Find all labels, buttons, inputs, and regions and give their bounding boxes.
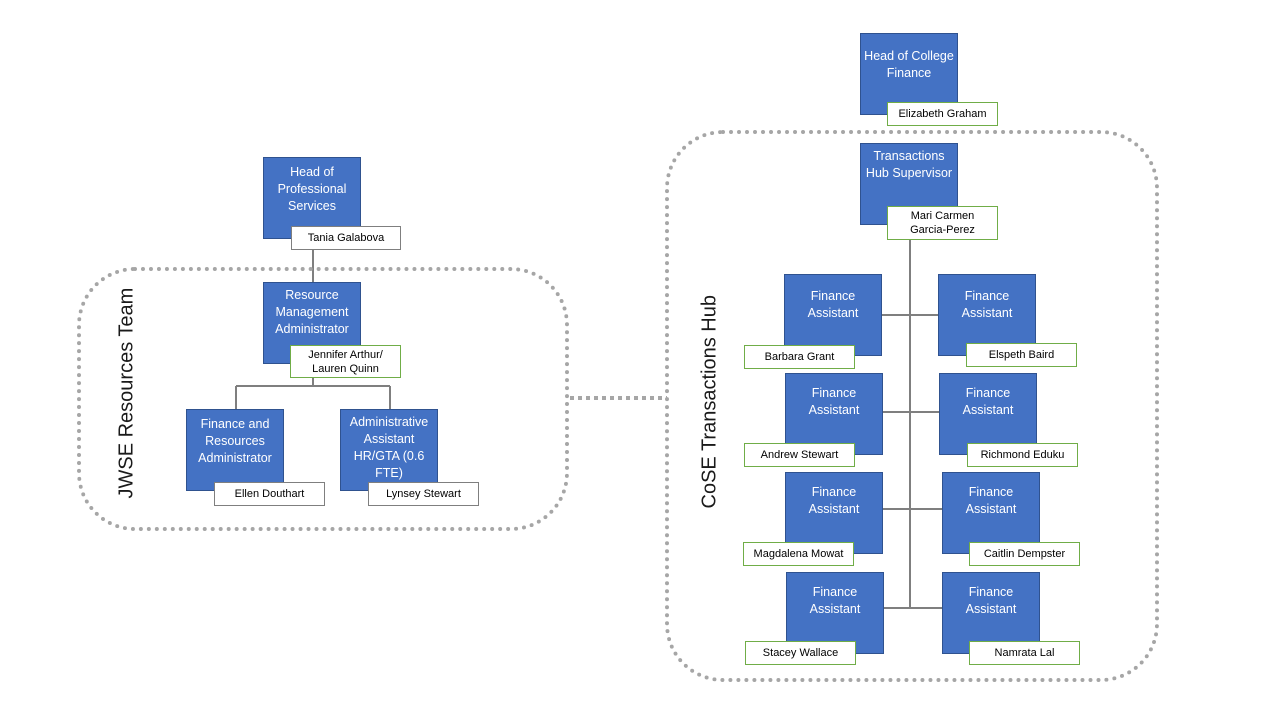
jwse-group-outline bbox=[77, 267, 569, 531]
name-label: Magdalena Mowat bbox=[743, 542, 854, 566]
role-title: Finance and Resources Administrator bbox=[198, 417, 272, 465]
finance-assistant-box: Finance Assistant bbox=[938, 274, 1036, 356]
role-title: Administrative Assistant HR/GTA (0.6 FTE… bbox=[349, 415, 429, 480]
role-title: Finance Assistant bbox=[808, 485, 860, 516]
finance-assistant-box: Finance Assistant bbox=[942, 572, 1040, 654]
role-title: Finance Assistant bbox=[965, 485, 1017, 516]
name-label: Tania Galabova bbox=[291, 226, 401, 250]
finance-assistant-box: Finance Assistant bbox=[939, 373, 1037, 455]
role-title: Finance Assistant bbox=[965, 585, 1017, 616]
finance-assistant-box: Finance Assistant bbox=[785, 373, 883, 455]
administrative-assistant-box: Administrative Assistant HR/GTA (0.6 FTE… bbox=[340, 409, 438, 491]
role-title: Transactions Hub Supervisor bbox=[865, 149, 953, 180]
finance-assistant-box: Finance Assistant bbox=[786, 572, 884, 654]
name-label: Stacey Wallace bbox=[745, 641, 856, 665]
cose-group-outline bbox=[665, 130, 1159, 682]
name-label: Caitlin Dempster bbox=[969, 542, 1080, 566]
finance-and-resources-administrator-box: Finance and Resources Administrator bbox=[186, 409, 284, 491]
name-label: Andrew Stewart bbox=[744, 443, 855, 467]
role-title: Head of Professional Services bbox=[277, 165, 347, 213]
cose-group-label: CoSE Transactions Hub bbox=[698, 295, 721, 509]
role-title: Resource Management Administrator bbox=[275, 288, 349, 336]
name-label: Namrata Lal bbox=[969, 641, 1080, 665]
name-label: Elizabeth Graham bbox=[887, 102, 998, 126]
head-of-college-finance-box: Head of College Finance bbox=[860, 33, 958, 115]
name-label: Richmond Eduku bbox=[967, 443, 1078, 467]
name-label: Ellen Douthart bbox=[214, 482, 325, 506]
role-title: Finance Assistant bbox=[961, 289, 1013, 320]
role-title: Finance Assistant bbox=[962, 386, 1014, 417]
role-title: Finance Assistant bbox=[807, 289, 859, 320]
role-title: Head of College Finance bbox=[864, 49, 954, 80]
name-label: Barbara Grant bbox=[744, 345, 855, 369]
name-label: Mari Carmen Garcia-Perez bbox=[887, 206, 998, 240]
finance-assistant-box: Finance Assistant bbox=[784, 274, 882, 356]
jwse-group-label: JWSE Resources Team bbox=[115, 287, 138, 499]
role-title: Finance Assistant bbox=[809, 585, 861, 616]
finance-assistant-box: Finance Assistant bbox=[942, 472, 1040, 554]
name-label: Elspeth Baird bbox=[966, 343, 1077, 367]
name-label: Jennifer Arthur/ Lauren Quinn bbox=[290, 345, 401, 378]
role-title: Finance Assistant bbox=[808, 386, 860, 417]
name-label: Lynsey Stewart bbox=[368, 482, 479, 506]
